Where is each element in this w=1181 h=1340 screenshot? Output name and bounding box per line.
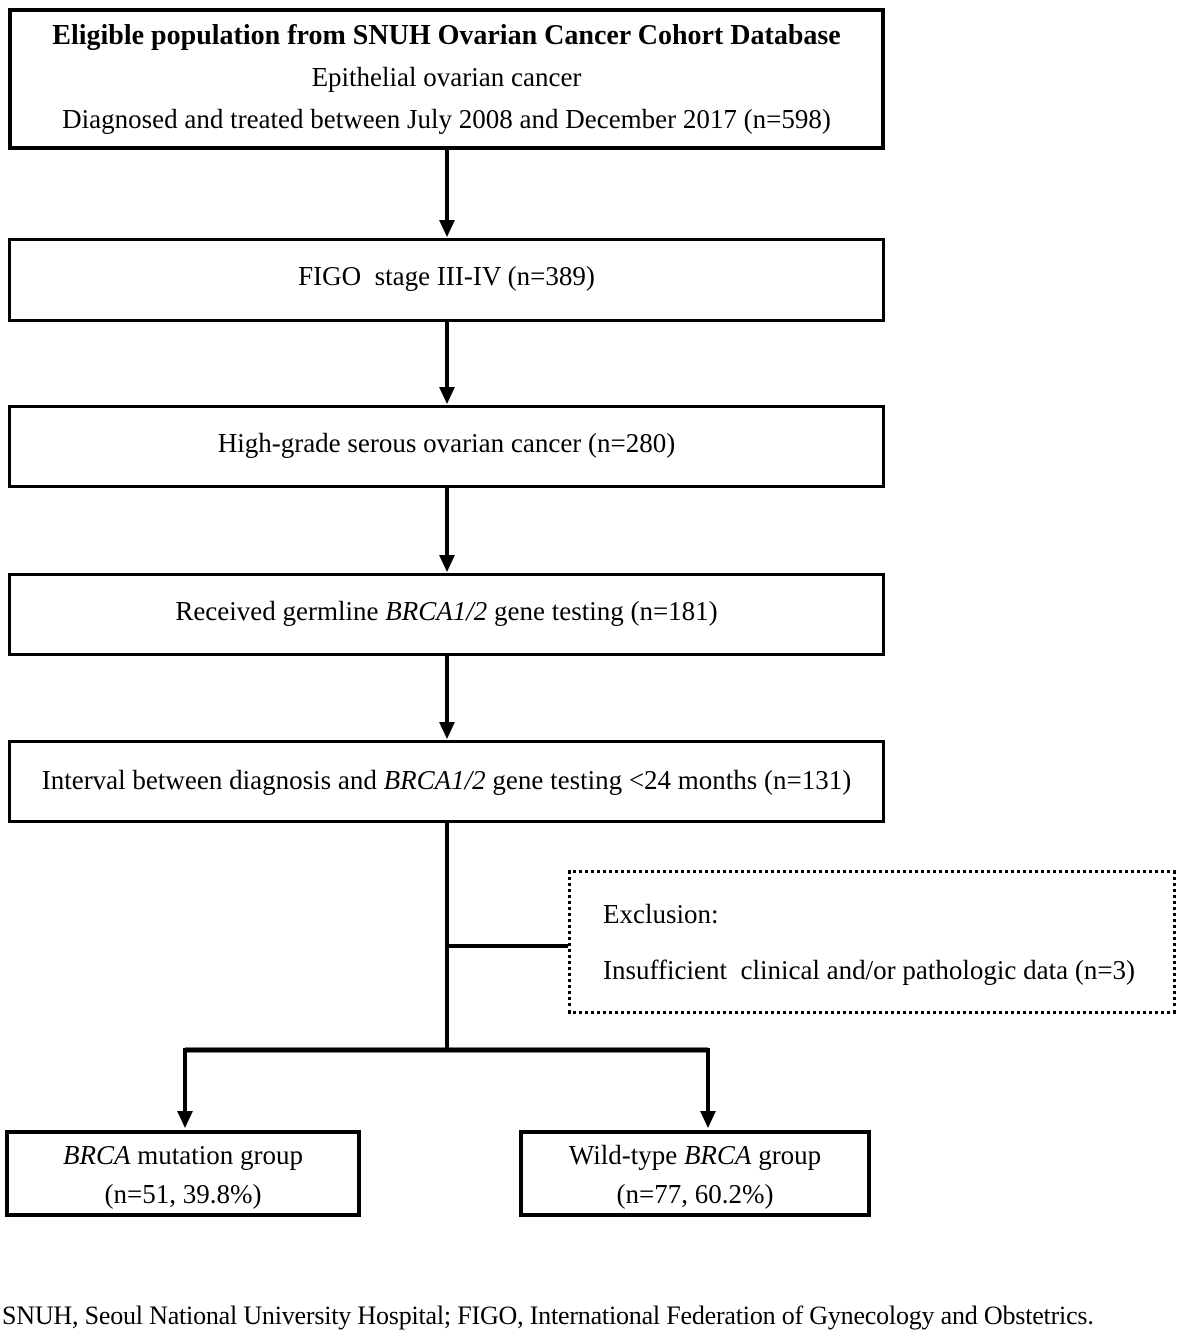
box-wildtype-brca-group: Wild-type BRCA group (n=77, 60.2%) (519, 1130, 871, 1217)
arrow-hgsoc-to-testing (439, 486, 455, 572)
exclusion-reason: Insufficient clinical and/or pathologic … (603, 955, 1136, 986)
eligible-period-line: Diagnosed and treated between July 2008 … (62, 103, 831, 134)
wildtype-group-label: Wild-type BRCA group (568, 1140, 822, 1171)
wildtype-group-count: (n=77, 60.2%) (616, 1178, 774, 1209)
brca-testing-label: Received germline BRCA1/2 gene testing (… (175, 595, 718, 626)
eligible-subtitle-line: Epithelial ovarian cancer (311, 62, 582, 92)
box-brca-mutation-group: BRCA mutation group (n=51, 39.8%) (5, 1130, 361, 1217)
exclusion-heading: Exclusion: (603, 898, 719, 929)
box-testing-interval: Interval between diagnosis and BRCA1/2 g… (8, 740, 885, 823)
box-exclusion: Exclusion: Insufficient clinical and/or … (568, 870, 1176, 1014)
box-high-grade-serous: High-grade serous ovarian cancer (n=280) (8, 405, 885, 488)
arrow-split-to-wildtype (700, 1048, 716, 1128)
eligible-title-line: Eligible population from SNUH Ovarian Ca… (52, 19, 841, 51)
box-brca-testing: Received germline BRCA1/2 gene testing (… (8, 573, 885, 656)
arrow-testing-to-interval (439, 656, 455, 739)
abbreviations-footnote: SNUH, Seoul National University Hospital… (2, 1301, 1094, 1330)
arrow-split-to-mutation (177, 1048, 193, 1128)
mutation-group-count: (n=51, 39.8%) (104, 1178, 262, 1209)
testing-interval-label: Interval between diagnosis and BRCA1/2 g… (41, 764, 852, 795)
box-figo-stage: FIGO stage III-IV (n=389) (8, 238, 885, 322)
high-grade-serous-label: High-grade serous ovarian cancer (n=280) (217, 427, 676, 458)
mutation-group-label: BRCA mutation group (63, 1140, 303, 1171)
arrow-eligible-to-figo (439, 150, 455, 237)
arrow-figo-to-hgsoc (439, 322, 455, 404)
figo-stage-label: FIGO stage III-IV (n=389) (298, 261, 595, 291)
box-eligible-population: Eligible population from SNUH Ovarian Ca… (8, 8, 885, 150)
